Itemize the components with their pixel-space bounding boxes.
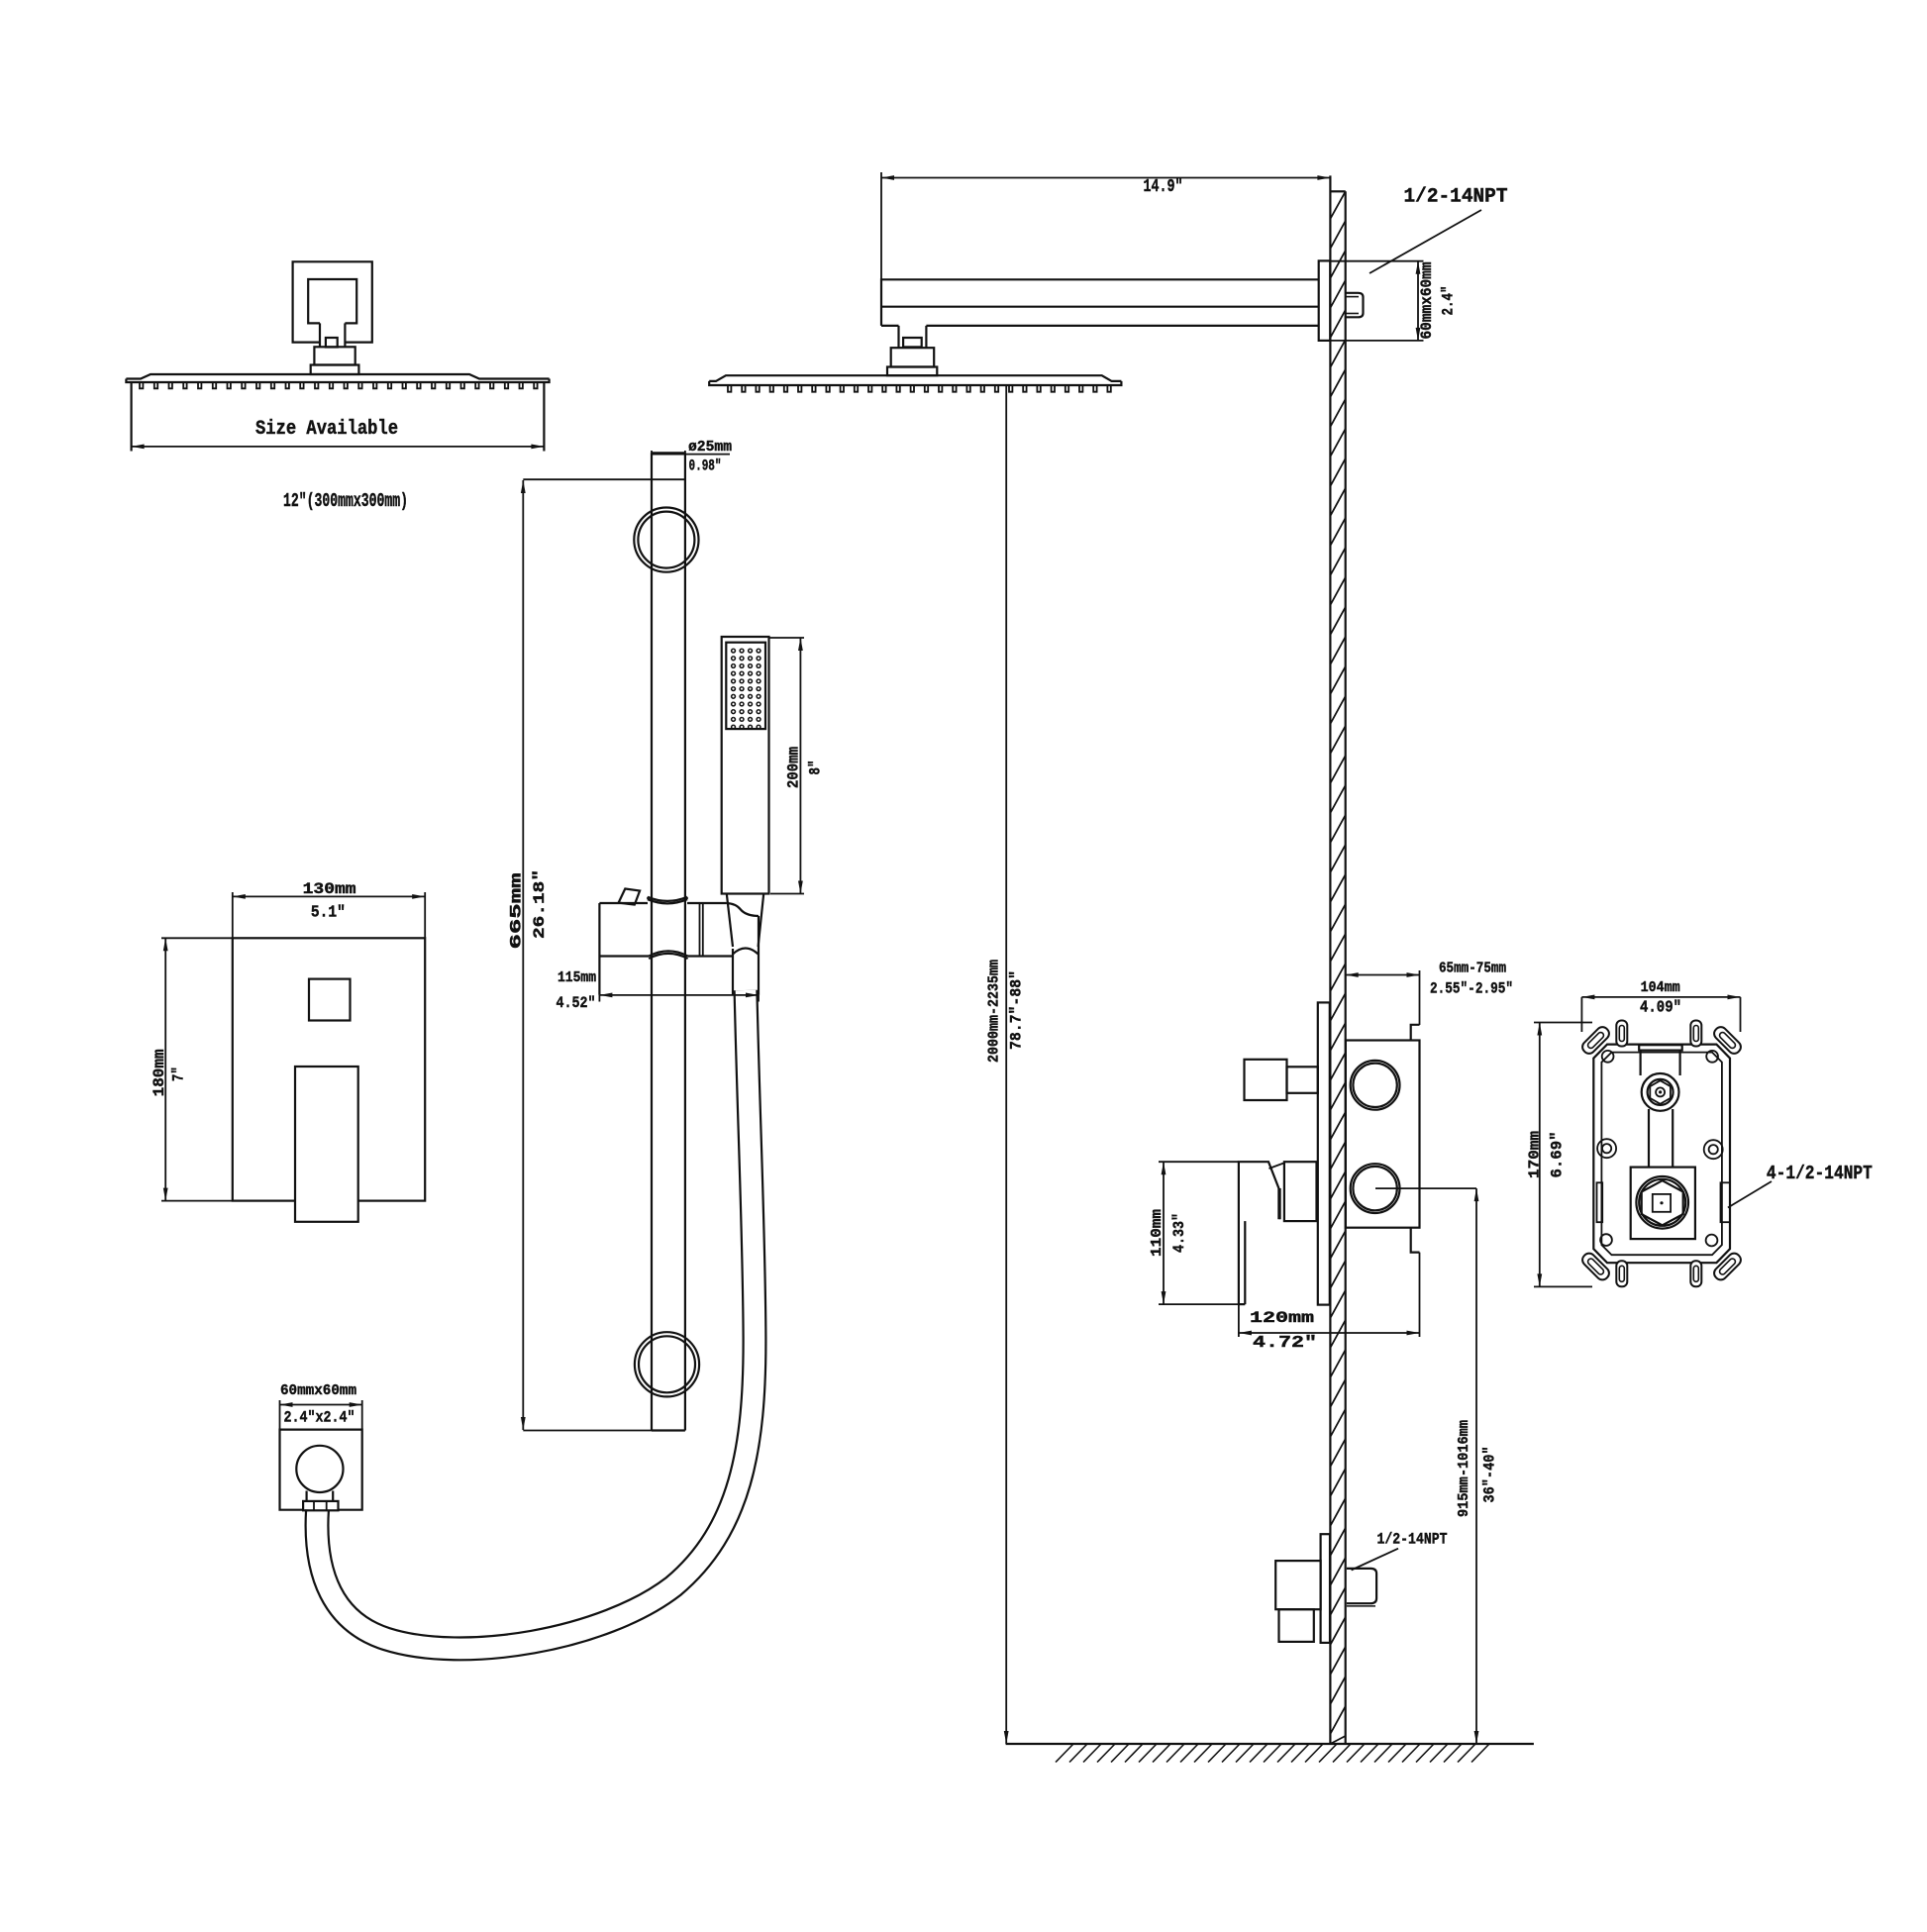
svg-text:4.52″: 4.52″ [557,994,596,1012]
svg-text:5.1″: 5.1″ [311,904,346,923]
svg-text:12″(300mmx300mm): 12″(300mmx300mm) [283,490,408,512]
svg-text:78.7″-88″: 78.7″-88″ [1007,970,1025,1050]
svg-text:170mm: 170mm [1527,1131,1544,1178]
svg-text:915mm-1016mm: 915mm-1016mm [1456,1420,1472,1517]
svg-text:2.55″-2.95″: 2.55″-2.95″ [1430,980,1513,998]
svg-text:130mm: 130mm [303,880,356,898]
svg-text:8″: 8″ [807,761,825,775]
svg-text:14.9″: 14.9″ [1144,177,1183,197]
svg-text:4-1/2-14NPT: 4-1/2-14NPT [1767,1163,1873,1184]
svg-text:1/2-14NPT: 1/2-14NPT [1404,186,1508,209]
svg-text:110mm: 110mm [1149,1209,1166,1257]
svg-text:115mm: 115mm [558,969,596,986]
svg-text:60mmx60mm: 60mmx60mm [1418,261,1436,339]
svg-text:104mm: 104mm [1641,979,1680,996]
svg-text:65mm-75mm: 65mm-75mm [1439,961,1506,977]
svg-text:6.69″: 6.69″ [1549,1132,1567,1178]
svg-text:2.4″: 2.4″ [1440,286,1458,316]
svg-text:ø25mm: ø25mm [688,439,732,456]
svg-text:4.72″: 4.72″ [1253,1334,1317,1353]
svg-text:4.09″: 4.09″ [1640,999,1681,1018]
svg-text:4.33″: 4.33″ [1170,1213,1188,1253]
svg-text:0.98″: 0.98″ [689,458,722,475]
svg-text:120mm: 120mm [1250,1309,1315,1327]
svg-text:200mm: 200mm [785,747,803,788]
svg-text:2.4″x2.4″: 2.4″x2.4″ [284,1409,355,1427]
svg-text:665mm: 665mm [508,872,526,950]
svg-text:7″: 7″ [170,1067,188,1081]
svg-text:180mm: 180mm [151,1049,168,1096]
svg-text:1/2-14NPT: 1/2-14NPT [1377,1531,1448,1549]
svg-text:26.18″: 26.18″ [531,869,549,939]
svg-text:2000mm-2235mm: 2000mm-2235mm [985,960,1002,1063]
svg-text:36″-40″: 36″-40″ [1481,1447,1499,1503]
svg-text:60mmx60mm: 60mmx60mm [280,1382,356,1399]
svg-text:Size Available: Size Available [255,418,398,441]
